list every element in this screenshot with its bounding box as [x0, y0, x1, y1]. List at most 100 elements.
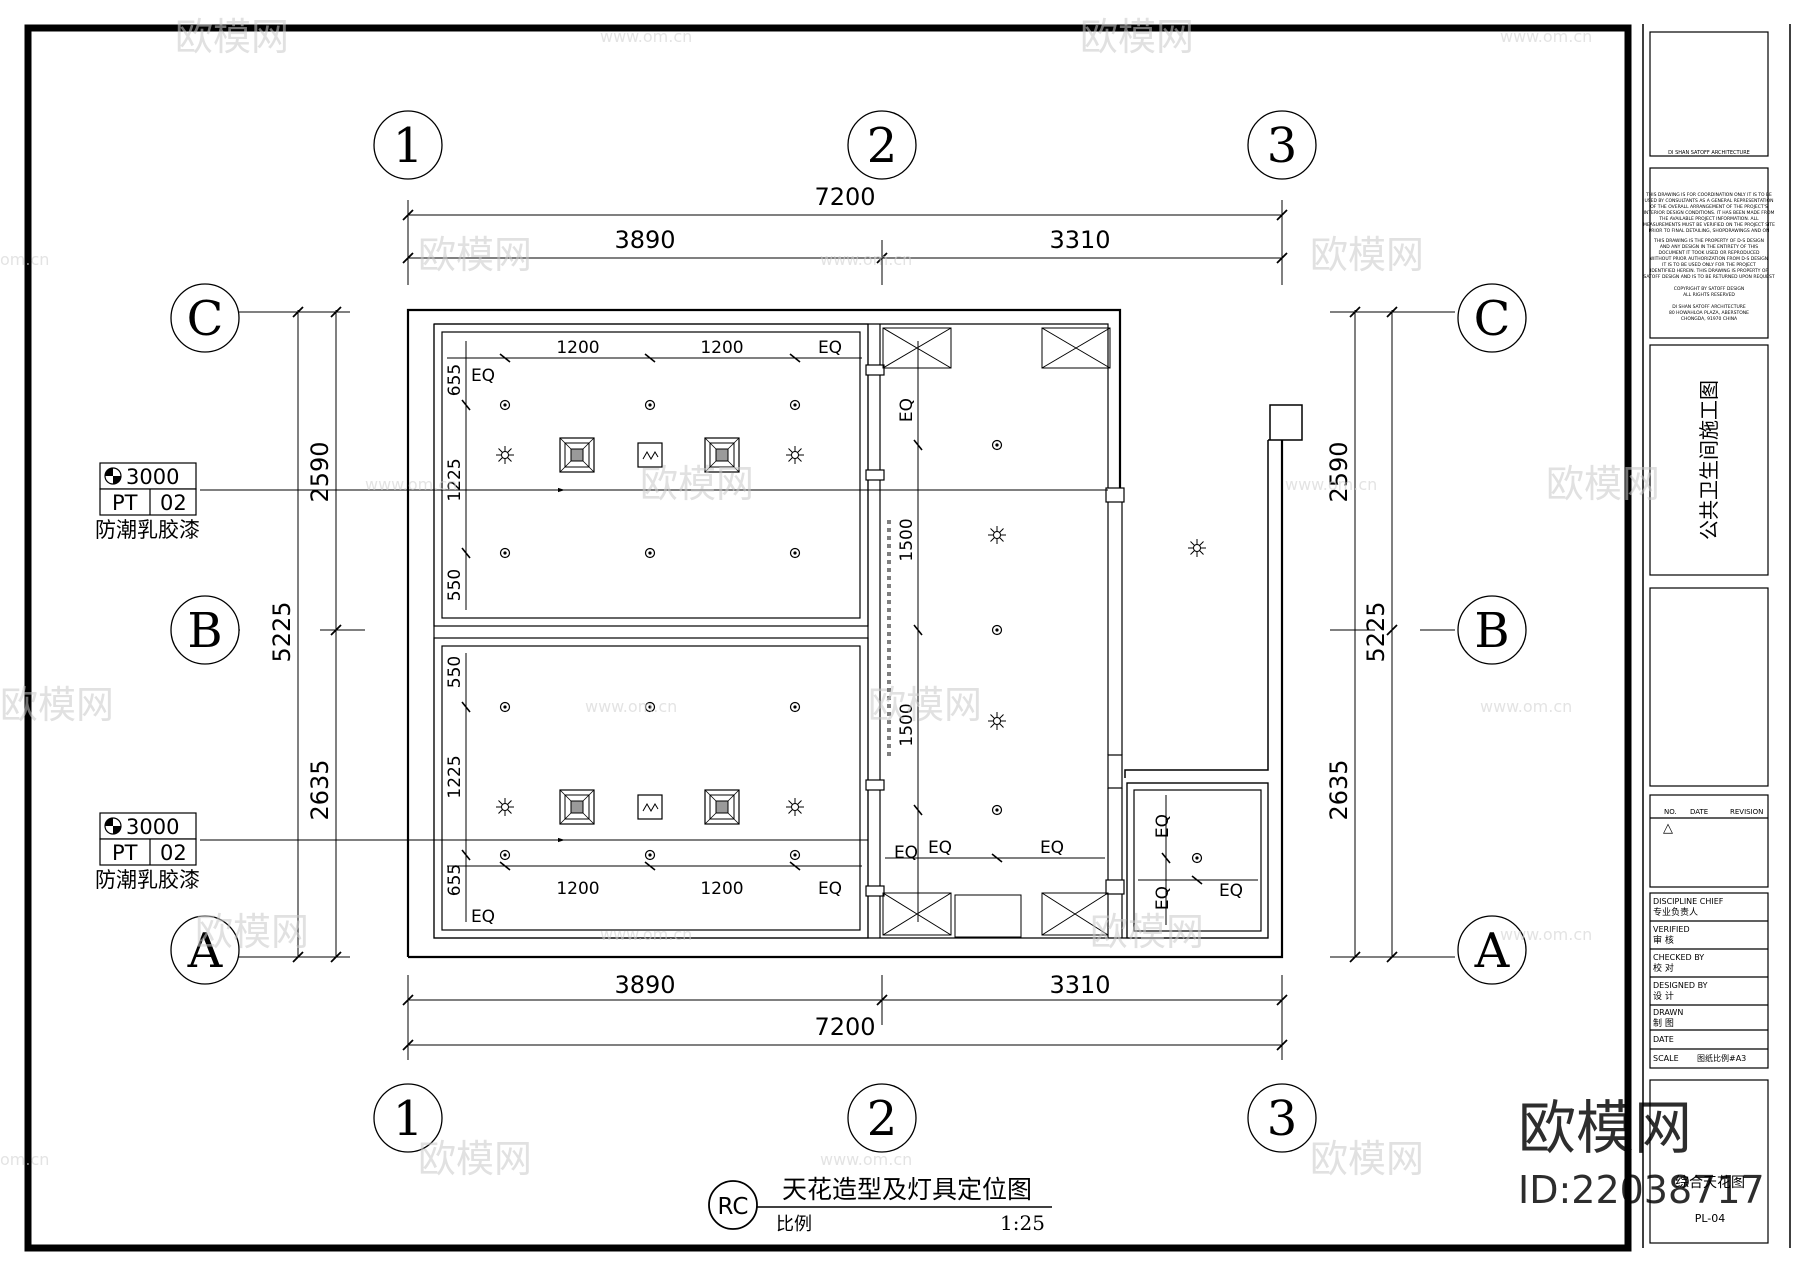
svg-text:1200: 1200: [556, 879, 599, 899]
svg-text:综合天花图: 综合天花图: [1675, 1175, 1745, 1191]
svg-text:SATOFF DESIGN AND IS TO BE RET: SATOFF DESIGN AND IS TO BE RETURNED UPON…: [1643, 274, 1774, 280]
svg-text:5225: 5225: [1362, 601, 1390, 662]
svg-text:655: 655: [445, 364, 465, 396]
svg-text:PL-04: PL-04: [1695, 1212, 1726, 1225]
svg-text:1225: 1225: [445, 755, 465, 798]
svg-text:5225: 5225: [268, 601, 296, 662]
svg-text:校 对: 校 对: [1653, 962, 1674, 974]
svg-text:OF THE OVERALL ARRANGEMENT OF: OF THE OVERALL ARRANGEMENT OF THE PROJEC…: [1650, 204, 1768, 210]
svg-text:02: 02: [160, 491, 187, 515]
svg-text:B: B: [1474, 603, 1509, 659]
svg-text:NO.: NO.: [1664, 808, 1677, 816]
lights-lower: [495, 701, 805, 861]
svg-text:www.om.cn: www.om.cn: [820, 1150, 912, 1169]
svg-text:MEASUREMENTS MUST BE VERIFIED: MEASUREMENTS MUST BE VERIFIED ON THE PRO…: [1643, 222, 1775, 228]
svg-text:PT: PT: [112, 841, 138, 865]
svg-text:PRIOR TO FINAL DETAILING, SHOP: PRIOR TO FINAL DETAILING, SHOPDRAWINGS A…: [1649, 228, 1770, 234]
brand-stamp: 欧模网 ID:22038717: [1518, 1094, 1765, 1212]
svg-text:www.om.cn: www.om.cn: [820, 250, 912, 269]
access-panels: [882, 327, 1111, 938]
grid-bubble-row-b-left: [170, 595, 240, 665]
svg-text:1500: 1500: [897, 703, 917, 746]
grid-bubble-row-c-left: [170, 283, 240, 353]
ceiling-callout-upper: 3000 PT 02 防潮乳胶漆: [95, 462, 200, 542]
svg-text:1200: 1200: [700, 879, 743, 899]
svg-text:EQ: EQ: [928, 838, 952, 858]
svg-text:PT: PT: [112, 491, 138, 515]
svg-text:欧模网: 欧模网: [418, 1137, 532, 1181]
svg-text:欧模网: 欧模网: [1310, 233, 1424, 277]
svg-text:EQ: EQ: [897, 398, 917, 422]
svg-text:A: A: [1474, 923, 1511, 979]
svg-text:AND ANY DESIGN IN THE ENTIRETY: AND ANY DESIGN IN THE ENTIRETY OF THIS: [1660, 244, 1758, 250]
svg-text:3890: 3890: [614, 971, 675, 999]
svg-text:防潮乳胶漆: 防潮乳胶漆: [95, 518, 200, 542]
svg-text:欧模网: 欧模网: [175, 15, 289, 59]
svg-text:3890: 3890: [614, 226, 675, 254]
svg-text:3: 3: [1267, 1091, 1298, 1147]
svg-text:C: C: [1474, 291, 1511, 347]
svg-text:2635: 2635: [1325, 759, 1353, 820]
svg-text:3310: 3310: [1049, 226, 1110, 254]
svg-text:EQ: EQ: [818, 338, 842, 358]
svg-text:EQ: EQ: [894, 843, 918, 863]
interior-dims: [447, 341, 1258, 925]
svg-text:EQ: EQ: [818, 879, 842, 899]
drawing-border: [24, 24, 1632, 1252]
svg-text:2: 2: [867, 1091, 898, 1147]
svg-text:IDENTIFIED HEREIN. THIS DRAWIN: IDENTIFIED HEREIN. THIS DRAWING IS PROPE…: [1650, 268, 1768, 274]
svg-text:制 图: 制 图: [1653, 1017, 1674, 1029]
svg-text:1225: 1225: [445, 458, 465, 501]
svg-text:1500: 1500: [897, 518, 917, 561]
svg-text:2590: 2590: [306, 441, 334, 502]
grid-bubble-col-1-bottom: [373, 1083, 443, 1153]
svg-text:1200: 1200: [700, 338, 743, 358]
svg-text:2590: 2590: [1325, 441, 1353, 502]
svg-text:1: 1: [393, 118, 424, 174]
svg-text:RC: RC: [718, 1194, 749, 1220]
exterior-dim-text: 7200 3890 3310 3890 3310 7200 5225 2590 …: [268, 183, 1390, 1041]
small-room: [1126, 782, 1269, 939]
grid-bubble-col-3-bottom: [1247, 1083, 1317, 1153]
svg-text:比例: 比例: [776, 1214, 812, 1235]
svg-text:www.om.cn: www.om.cn: [365, 475, 457, 494]
svg-text:02: 02: [160, 841, 187, 865]
svg-text:THIS DRAWING IS FOR COORDINATI: THIS DRAWING IS FOR COORDINATION ONLY IT…: [1645, 192, 1772, 198]
svg-text:THE AVAILABLE PROJECT INFORMAT: THE AVAILABLE PROJECT INFORMATION. ALL: [1658, 216, 1759, 222]
svg-text:USED BY CONSULTANTS AS A GENER: USED BY CONSULTANTS AS A GENERAL REPRESE…: [1644, 198, 1773, 204]
svg-text:DRAWN: DRAWN: [1653, 1008, 1683, 1017]
svg-text:欧模网: 欧模网: [868, 683, 982, 727]
svg-text:DOCUMENT IT TOOK USED OR REPRO: DOCUMENT IT TOOK USED OR REPRODUCED: [1659, 250, 1761, 256]
section-lines: [200, 487, 1108, 843]
svg-text:天花造型及灯具定位图: 天花造型及灯具定位图: [782, 1175, 1032, 1204]
svg-text:DATE: DATE: [1690, 808, 1708, 816]
lights-upper: [495, 399, 805, 559]
svg-text:1:25: 1:25: [1000, 1211, 1045, 1235]
svg-text:1200: 1200: [556, 338, 599, 358]
title-block: [1649, 31, 1769, 1244]
svg-text:550: 550: [445, 656, 465, 688]
svg-text:DI SHAN SATOFF ARCHITECTURE: DI SHAN SATOFF ARCHITECTURE: [1668, 150, 1750, 156]
grid-bubble-row-a-right: [1457, 915, 1527, 985]
svg-text:IT IS TO BE USED ONLY FOR THE: IT IS TO BE USED ONLY FOR THE PROJECT: [1662, 262, 1756, 268]
svg-text:7200: 7200: [814, 1013, 875, 1041]
svg-text:550: 550: [445, 569, 465, 601]
svg-text:80 HOWAHLOA PLAZA, ABERSTONE: 80 HOWAHLOA PLAZA, ABERSTONE: [1669, 310, 1749, 316]
ceiling-callout-lower: 3000 PT 02 防潮乳胶漆: [95, 812, 200, 892]
svg-text:VERIFIED: VERIFIED: [1653, 925, 1690, 934]
svg-text:DISCIPLINE CHIEF: DISCIPLINE CHIEF: [1653, 897, 1724, 906]
svg-text:THIS DRAWING IS THE PROPERTY O: THIS DRAWING IS THE PROPERTY OF D-S DESI…: [1653, 238, 1764, 244]
svg-text:△: △: [1663, 821, 1673, 836]
title-block-text: DI SHAN SATOFF ARCHITECTURE THIS DRAWING…: [1643, 150, 1775, 1225]
svg-text:设 计: 设 计: [1653, 990, 1674, 1002]
svg-text:7200: 7200: [814, 183, 875, 211]
cubicle-upper: [433, 323, 869, 627]
svg-text:EQ: EQ: [1153, 814, 1173, 838]
svg-text:655: 655: [445, 864, 465, 896]
grid-bubble-col-2-bottom: [847, 1083, 917, 1153]
svg-text:欧模网: 欧模网: [1080, 15, 1194, 59]
partition-wall: [865, 324, 891, 938]
svg-text:COPYRIGHT BY SATOFF DESIGN: COPYRIGHT BY SATOFF DESIGN: [1674, 286, 1744, 292]
svg-text:3000: 3000: [126, 465, 179, 489]
svg-text:2635: 2635: [306, 759, 334, 820]
